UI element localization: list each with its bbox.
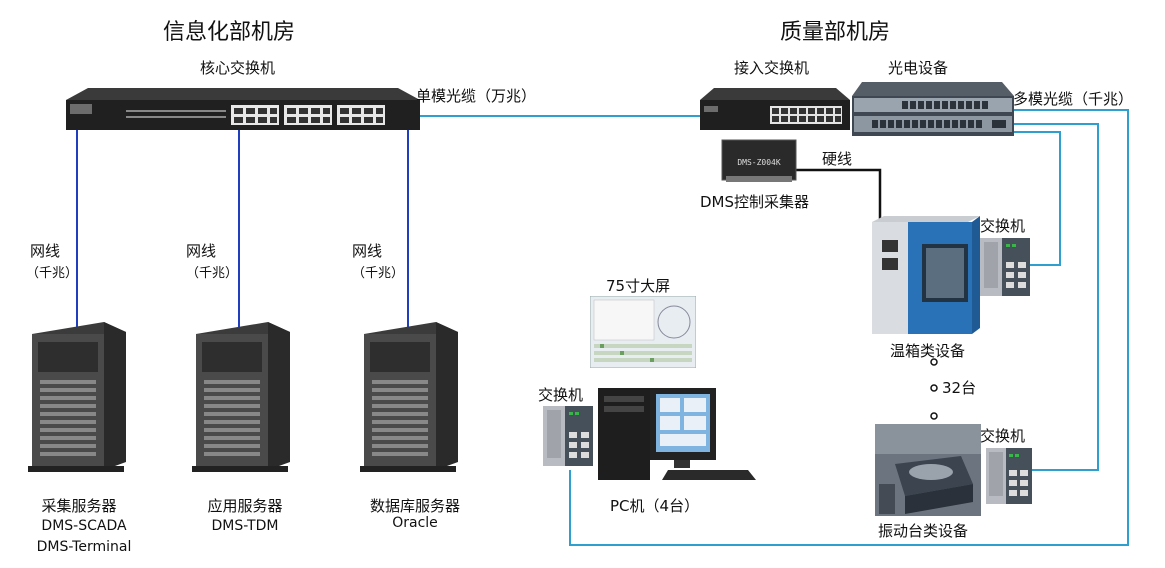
switch-pc-label: 交换机 (538, 386, 584, 404)
net-cable-label-1: 网线 (30, 242, 61, 260)
optical-device-label: 光电设备 (888, 59, 949, 77)
pc-label: PC机（4台） (610, 497, 700, 515)
device-count-label: 32台 (942, 379, 977, 397)
switch-chamber-device (980, 238, 1030, 296)
acquisition-server-name: 采集服务器 (41, 497, 117, 515)
pc-workstation-icon (598, 388, 756, 480)
database-server-icon (360, 322, 458, 472)
vibration-table-label: 振动台类设备 (878, 522, 969, 540)
database-server-name: 数据库服务器 (369, 497, 460, 515)
multimode-fiber-pc (569, 109, 1129, 546)
switch-chamber-label: 交换机 (980, 217, 1026, 235)
multi-mode-fiber-label: 多模光缆（千兆） (1013, 90, 1134, 108)
multimode-fiber-chamber (1012, 131, 1061, 266)
acquisition-server-icon (28, 322, 126, 472)
dms-collector-model: DMS-Z004K (737, 158, 781, 167)
switch-vibration-device (986, 448, 1032, 504)
temperature-chamber-icon (872, 216, 980, 334)
switch-pc-device (543, 406, 593, 466)
access-switch-device (700, 88, 850, 130)
database-server-line2: Oracle (392, 515, 438, 531)
hard-wire-label: 硬线 (822, 150, 853, 168)
acquisition-server-line2: DMS-SCADA (41, 518, 127, 534)
left-room-title: 信息化部机房 (163, 20, 296, 45)
net-cable-speed-1: （千兆） (26, 266, 79, 281)
optical-device (852, 82, 1014, 136)
application-server-name: 应用服务器 (207, 497, 283, 515)
big-screen-label: 75寸大屏 (606, 277, 671, 295)
net-cable-speed-2: （千兆） (186, 266, 239, 281)
net-cable-label-2: 网线 (186, 242, 217, 260)
core-switch-device (66, 88, 420, 130)
application-server-icon (192, 322, 290, 472)
net-cable-speed-3: （千兆） (352, 266, 405, 281)
dms-collector-label: DMS控制采集器 (700, 193, 810, 211)
access-switch-label: 接入交换机 (734, 59, 810, 77)
single-mode-fiber-label: 单模光缆（万兆） (416, 87, 537, 105)
acquisition-server-line3: DMS-Terminal (36, 539, 132, 555)
multimode-fiber-vibration (1012, 123, 1099, 471)
application-server-line2: DMS-TDM (211, 518, 279, 534)
dms-collector-device: DMS-Z004K (721, 139, 797, 182)
core-switch-label: 核心交换机 (200, 59, 276, 77)
net-cable-label-3: 网线 (352, 242, 383, 260)
right-room-title: 质量部机房 (780, 20, 891, 45)
hard-wire-line (795, 168, 882, 220)
switch-vibration-label: 交换机 (980, 427, 1026, 445)
big-screen-display (590, 296, 696, 368)
temperature-chamber-label: 温箱类设备 (890, 342, 966, 360)
vibration-table-icon (875, 424, 981, 516)
ellipsis-dots (930, 358, 938, 420)
